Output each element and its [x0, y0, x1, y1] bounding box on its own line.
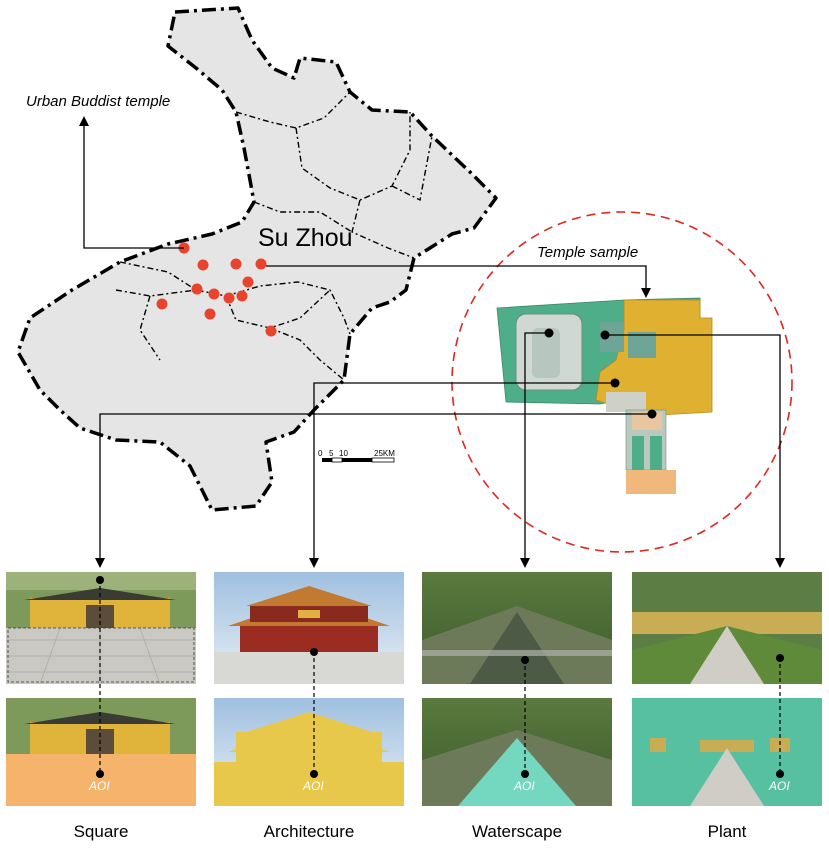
temple-dot: [191, 283, 203, 295]
aoi-label: AOI: [513, 779, 535, 793]
aoi-label: AOI: [768, 779, 790, 793]
temple-plan: [496, 297, 713, 494]
temple-dot: [255, 258, 267, 270]
temple-dot: [156, 298, 168, 310]
aoi-markers: AOI AOI AOI AOI: [88, 576, 790, 793]
overlay-plant: [632, 698, 822, 806]
urban-temple-arrow: [79, 116, 184, 249]
urban-temple-label: Urban Buddist temple: [26, 93, 170, 110]
scale-tick: 10: [339, 449, 348, 458]
overlay-waterscape: [422, 698, 612, 806]
scale-bar: 0 5 10 25KM: [318, 449, 395, 463]
photo-waterscape: [422, 572, 612, 684]
scale-tick: 5: [329, 449, 334, 458]
caption-plant: Plant: [707, 822, 747, 841]
temple-sample-label: Temple sample: [537, 244, 638, 261]
temple-dot: [265, 325, 277, 337]
caption-architecture: Architecture: [263, 822, 355, 841]
caption-waterscape: Waterscape: [471, 822, 563, 841]
overlay-square: [6, 698, 196, 806]
aoi-label: AOI: [302, 779, 324, 793]
temple-dot: [230, 258, 242, 270]
caption-square: Square: [73, 822, 129, 841]
suzhou-map: [16, 6, 498, 512]
scale-tick: 0: [318, 449, 323, 458]
temple-dot: [236, 290, 248, 302]
aoi-label: AOI: [88, 779, 110, 793]
temple-dot: [242, 276, 254, 288]
temple-dot: [208, 288, 220, 300]
sample-ring: [451, 211, 793, 553]
photo-architecture: [214, 572, 404, 684]
city-label: Su Zhou: [258, 224, 353, 252]
photo-plant: [632, 572, 822, 684]
temple-dot: [204, 308, 216, 320]
connector-lines: [95, 332, 785, 568]
map-outline: [16, 6, 498, 512]
temple-dot: [197, 259, 209, 271]
overlay-architecture: [214, 698, 404, 806]
scale-tick: 25KM: [374, 449, 395, 458]
gate-area: [626, 470, 676, 494]
temple-dot: [223, 292, 235, 304]
temple-dots: [156, 242, 277, 337]
photo-square: [6, 572, 196, 685]
